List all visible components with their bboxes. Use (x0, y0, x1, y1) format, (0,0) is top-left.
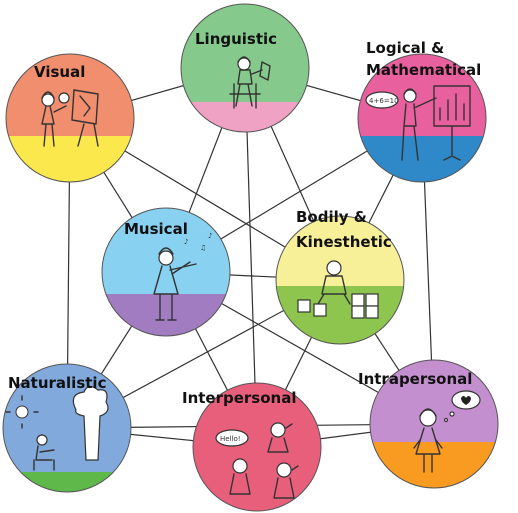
node-interpersonal-fill (193, 383, 321, 511)
node-linguistic-bottom (181, 102, 309, 132)
node-linguistic: Linguistic (180, 3, 310, 133)
svg-text:♪: ♪ (208, 232, 212, 240)
logical-speech-text: 4+6=10 (369, 97, 399, 105)
node-bodily: Bodily & Kinesthetic (275, 208, 405, 345)
person-reading-icon (229, 56, 271, 109)
node-linguistic-label: Linguistic (195, 30, 277, 48)
node-musical: ♪ ♫ ♪ Musical (101, 207, 231, 337)
person-presenting-chart-icon: 4+6=10 (365, 85, 471, 161)
svg-text:♪: ♪ (184, 238, 188, 246)
person-painting-icon (41, 89, 99, 147)
girl-thinking-heart-icon (413, 390, 481, 473)
node-musical-label: Musical (124, 220, 188, 238)
node-bodily-top (276, 216, 404, 288)
node-bodily-bottom (276, 286, 404, 344)
node-linguistic-top (181, 4, 309, 104)
node-musical-bottom (102, 294, 230, 336)
person-violin-icon: ♪ ♫ ♪ (153, 232, 212, 321)
node-intrapersonal-label: Intrapersonal (358, 370, 472, 388)
node-interpersonal-label: Interpersonal (182, 389, 297, 407)
node-naturalistic-fill (3, 364, 131, 492)
node-bodily-label-line2: Kinesthetic (296, 233, 392, 251)
people-talking-icon: Hello! (215, 422, 299, 499)
node-naturalistic-label: Naturalistic (8, 374, 106, 392)
node-visual-label: Visual (34, 63, 85, 81)
person-tree-icon (5, 385, 109, 471)
node-logical-label-line1: Logical & (366, 39, 444, 57)
node-intrapersonal-bottom (370, 442, 498, 488)
node-interpersonal: Hello! Interpersonal (182, 382, 322, 512)
interpersonal-speech-text: Hello! (220, 435, 241, 443)
node-visual: Visual (5, 53, 135, 183)
node-logical: 4+6=10 Logical & Mathematical (357, 39, 487, 183)
node-logical-bottom (358, 136, 486, 182)
node-naturalistic: Naturalistic (2, 363, 132, 493)
child-blocks-icon (297, 260, 379, 319)
node-bodily-label-line1: Bodily & (296, 208, 367, 226)
node-visual-bottom (6, 136, 134, 182)
node-intrapersonal: Intrapersonal (358, 359, 499, 489)
svg-text:♫: ♫ (200, 244, 206, 252)
node-logical-label-line2: Mathematical (366, 61, 481, 79)
